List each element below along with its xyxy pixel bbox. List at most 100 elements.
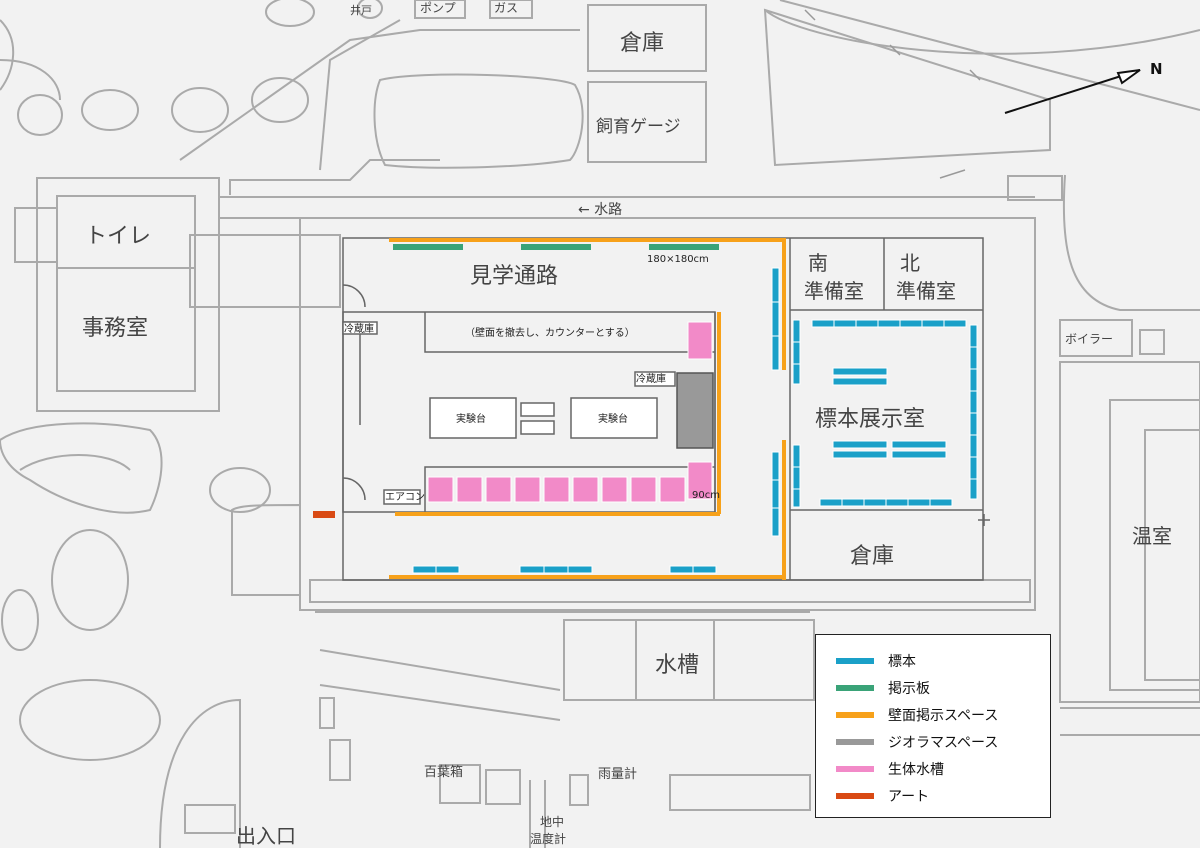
- aquarium-tank: [659, 476, 686, 503]
- specimen-case: [891, 450, 947, 459]
- north-arrow-icon: [1004, 69, 1141, 114]
- specimen-case: [771, 335, 780, 371]
- aquarium-tank: [687, 461, 713, 500]
- wall-display-bottom: [389, 575, 784, 579]
- legend-swatch: [836, 739, 874, 745]
- specimen-case: [792, 319, 801, 343]
- specimen-case: [929, 498, 953, 507]
- wall-display-inner-right: [717, 312, 721, 514]
- specimen-case: [969, 478, 978, 500]
- legend-item: アート: [836, 786, 929, 806]
- specimen-case: [943, 319, 967, 328]
- specimen-case: [969, 368, 978, 392]
- aquarium-tank: [427, 476, 454, 503]
- legend-swatch: [836, 766, 874, 772]
- map-legend: 標本掲示板壁面掲示スペースジオラマスペース生体水槽アート: [815, 634, 1051, 818]
- room-office: 事務室: [82, 316, 148, 341]
- room-specimen-exhibit: 標本展示室: [815, 407, 925, 432]
- wall-display-top: [389, 238, 784, 242]
- specimen-case: [412, 565, 437, 574]
- bulletin-board-2: [521, 244, 591, 250]
- specimen-case: [969, 434, 978, 458]
- specimen-case: [792, 488, 801, 508]
- legend-swatch: [836, 712, 874, 718]
- label-ground-thermo-2: 温度計: [530, 831, 566, 846]
- label-pump: ポンプ: [420, 1, 456, 15]
- specimen-case: [669, 565, 694, 574]
- specimen-case: [969, 456, 978, 480]
- legend-label: 標本: [888, 654, 916, 670]
- wall-display-right-bottom: [782, 440, 786, 580]
- aquarium-tank: [543, 476, 570, 503]
- aquarium-tank: [456, 476, 483, 503]
- specimen-case: [885, 498, 909, 507]
- specimen-case: [771, 507, 780, 537]
- label-depth: 90cm: [692, 490, 720, 501]
- wall-display-right-top: [782, 238, 786, 370]
- aquarium-tank: [630, 476, 657, 503]
- specimen-case: [969, 412, 978, 436]
- specimen-case: [692, 565, 717, 574]
- label-aircon: エアコン: [385, 492, 425, 503]
- specimen-case: [567, 565, 593, 574]
- label-fridge-left: 冷蔵庫: [344, 322, 374, 335]
- aquarium-tank: [572, 476, 599, 503]
- specimen-case: [832, 440, 888, 449]
- room-south-prep-1: 南: [808, 251, 828, 275]
- legend-label: ジオラマスペース: [888, 735, 999, 751]
- specimen-case: [907, 498, 931, 507]
- specimen-case: [819, 498, 843, 507]
- room-tour-passage: 見学通路: [470, 264, 558, 289]
- room-south-prep-2: 準備室: [804, 279, 864, 303]
- specimen-case: [841, 498, 865, 507]
- specimen-case: [543, 565, 569, 574]
- legend-item: 標本: [836, 651, 916, 671]
- specimen-case: [855, 319, 879, 328]
- label-size-note: 180×180cm: [647, 254, 709, 265]
- room-water-tank: 水槽: [655, 653, 699, 678]
- label-waterway: ← 水路: [578, 202, 622, 218]
- specimen-case: [811, 319, 835, 328]
- specimen-case: [771, 451, 780, 481]
- room-toilet: トイレ: [85, 224, 151, 249]
- label-well: 井戸: [350, 3, 372, 17]
- bulletin-board-3: [649, 244, 719, 250]
- aquarium-tank: [485, 476, 512, 503]
- specimen-case: [832, 377, 888, 386]
- specimen-case: [891, 440, 947, 449]
- label-lab-table-1: 実験台: [456, 412, 486, 425]
- specimen-case: [969, 346, 978, 370]
- specimen-case: [792, 363, 801, 385]
- legend-label: 生体水槽: [888, 762, 944, 778]
- diorama-space: [676, 372, 714, 449]
- room-breeding-cage: 飼育ゲージ: [596, 117, 681, 137]
- room-north-prep-1: 北: [900, 251, 920, 275]
- room-storage-top: 倉庫: [620, 31, 664, 56]
- art-piece: [313, 511, 335, 518]
- label-counter-note: （壁面を撤去し、カウンターとする）: [465, 326, 635, 339]
- label-gas: ガス: [494, 1, 518, 15]
- legend-swatch: [836, 658, 874, 664]
- legend-label: 掲示板: [888, 681, 930, 697]
- wall-display-inner-bottom: [395, 512, 720, 516]
- label-entrance: 出入口: [236, 824, 296, 848]
- specimen-case: [792, 466, 801, 490]
- legend-swatch: [836, 685, 874, 691]
- specimen-case: [877, 319, 901, 328]
- specimen-case: [833, 319, 857, 328]
- label-ground-thermo-1: 地中: [540, 814, 564, 829]
- specimen-case: [921, 319, 945, 328]
- label-rain-gauge: 雨量計: [598, 766, 637, 782]
- room-north-prep-2: 準備室: [896, 279, 956, 303]
- specimen-case: [771, 479, 780, 509]
- legend-item: 掲示板: [836, 678, 930, 698]
- room-boiler: ボイラー: [1065, 332, 1113, 346]
- bulletin-board-1: [393, 244, 463, 250]
- specimen-case: [771, 267, 780, 303]
- specimen-case: [863, 498, 887, 507]
- aquarium-tank: [687, 321, 713, 360]
- specimen-case: [519, 565, 545, 574]
- legend-item: ジオラマスペース: [836, 732, 998, 752]
- specimen-case: [792, 341, 801, 365]
